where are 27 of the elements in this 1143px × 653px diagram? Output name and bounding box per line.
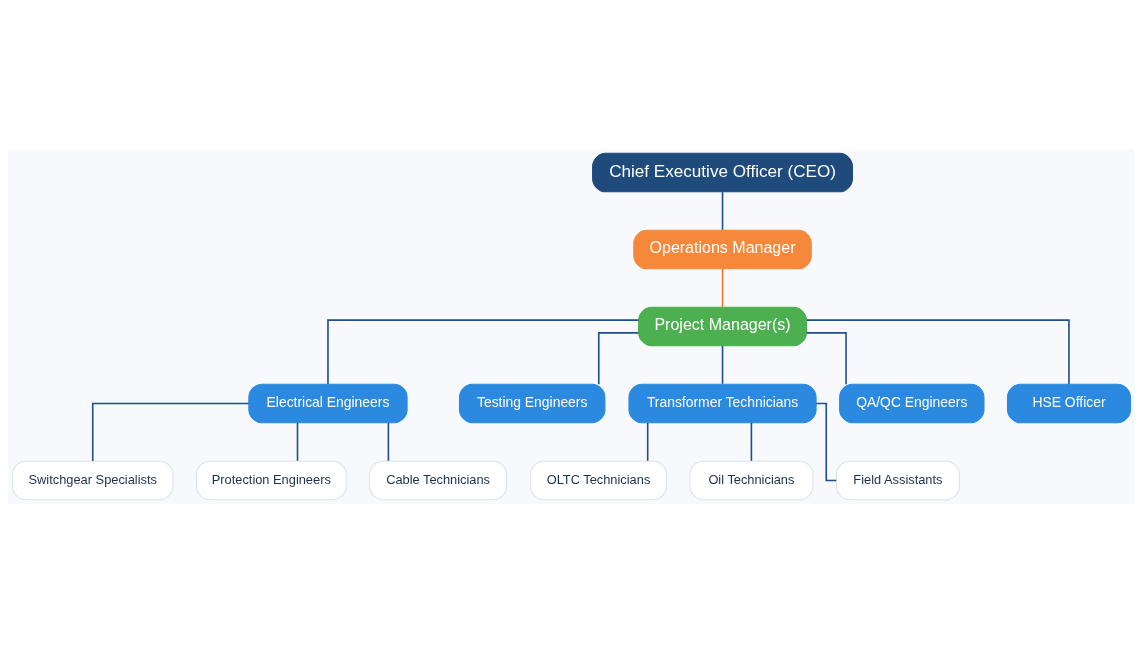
node-box: Transformer Technicians	[628, 383, 817, 424]
node-box: Cable Technicians	[369, 460, 508, 501]
connector	[327, 319, 640, 385]
node-box: Chief Executive Officer (CEO)	[592, 152, 853, 193]
node-box: OLTC Technicians	[530, 460, 667, 501]
connector	[721, 345, 724, 385]
connector	[721, 268, 724, 308]
node-box: Project Manager(s)	[638, 306, 807, 347]
connector	[721, 191, 724, 231]
node-box: HSE Officer	[1006, 383, 1131, 424]
connector	[597, 332, 640, 385]
connector	[387, 422, 390, 462]
node-box: Operations Manager	[633, 229, 812, 270]
node-box: Field Assistants	[835, 460, 960, 501]
connector	[815, 402, 837, 482]
node-box: QA/QC Engineers	[839, 383, 985, 424]
node-box: Testing Engineers	[458, 383, 606, 424]
connector	[805, 332, 847, 385]
node-box: Switchgear Specialists	[12, 460, 174, 501]
node-box: Oil Technicians	[689, 460, 814, 501]
connector	[806, 319, 1070, 385]
node-box: Electrical Engineers	[248, 383, 408, 424]
connector	[296, 422, 299, 462]
connector	[750, 422, 753, 462]
connector	[91, 402, 250, 462]
node-box: Protection Engineers	[195, 460, 347, 501]
connector	[646, 422, 649, 462]
